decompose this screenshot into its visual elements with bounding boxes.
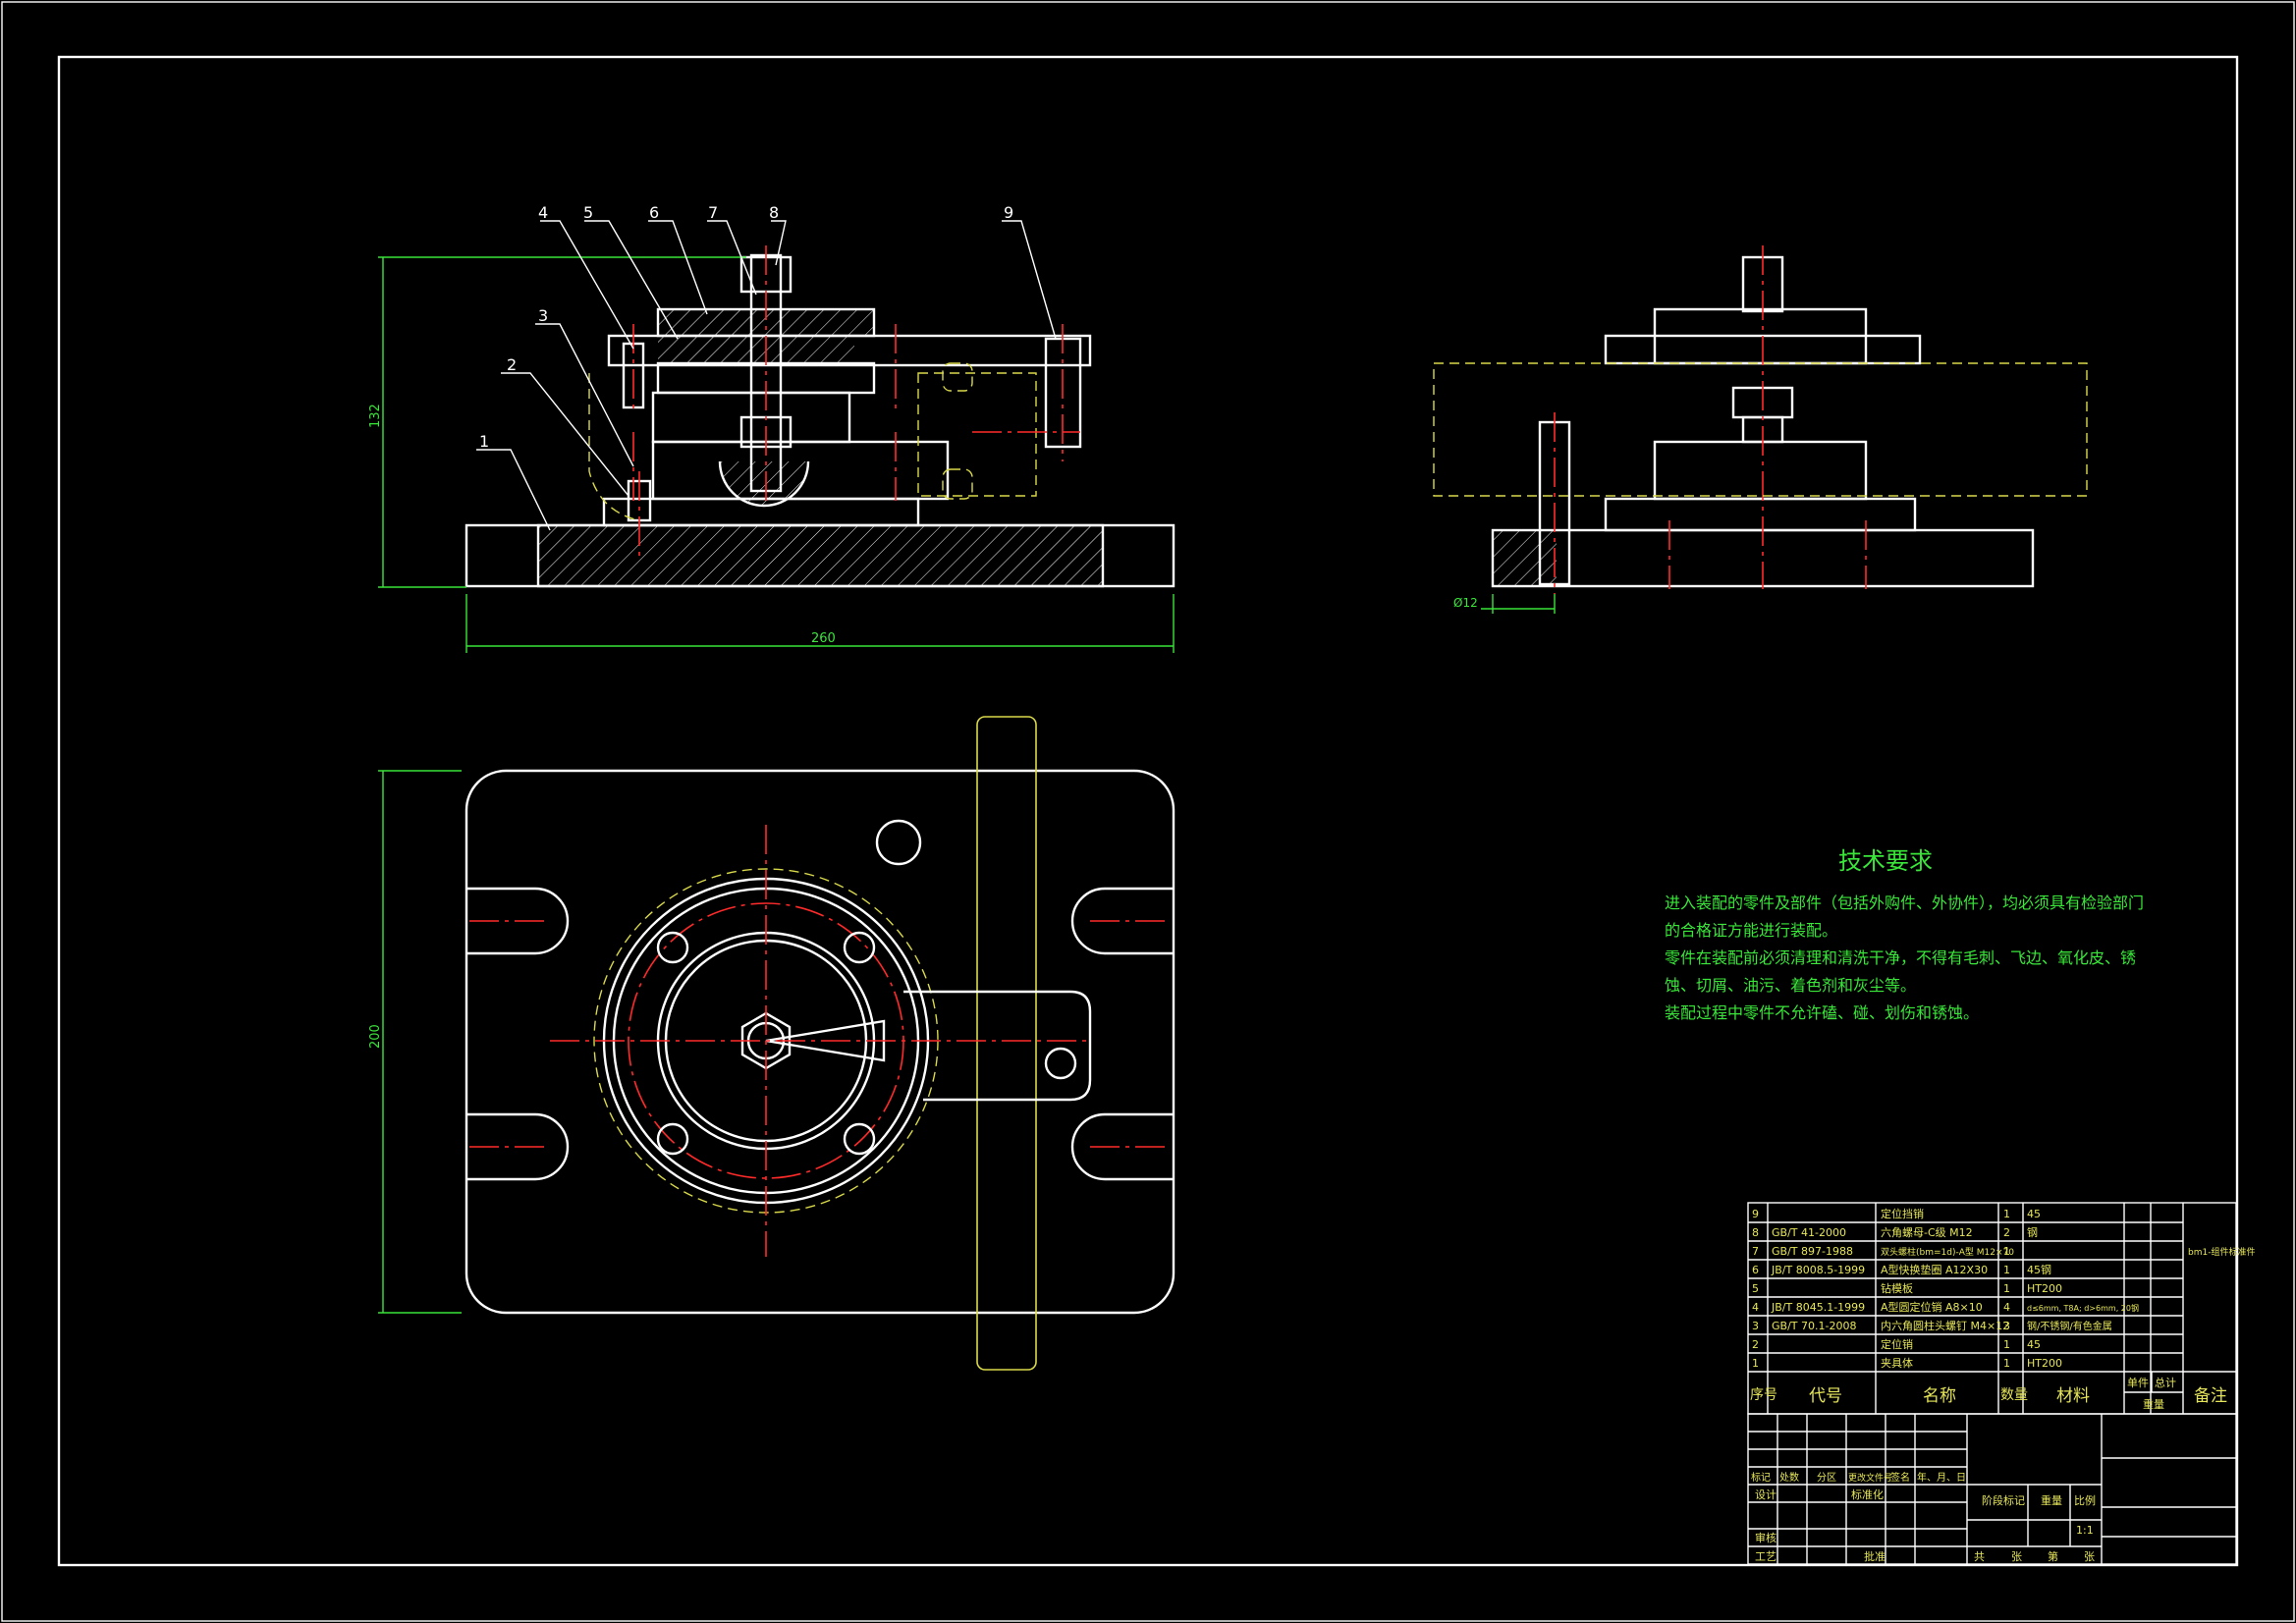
label-title_block-row_labels-3: 更改文件号 bbox=[1848, 1472, 1892, 1484]
balloon-7: 7 bbox=[708, 203, 718, 222]
label-bom-rows-4-2: 钻模板 bbox=[1881, 1281, 1913, 1295]
label-title_block-row_labels-0: 标记 bbox=[1751, 1472, 1771, 1484]
label-bom-rows-5-4: d≤6mm, T8A; d>6mm, 20钢 bbox=[2027, 1303, 2139, 1313]
label-bom-rows-7-2: 定位销 bbox=[1881, 1337, 1913, 1351]
label-bom-rows-8-2: 夹具体 bbox=[1881, 1356, 1913, 1370]
label-bom-header-1: 代号 bbox=[1809, 1386, 1842, 1406]
dim-front-width: 260 bbox=[811, 631, 836, 646]
label-bom-rows-2-3: 1 bbox=[2003, 1245, 2010, 1258]
label-bom-rows-0-2: 定位挡销 bbox=[1881, 1207, 1924, 1220]
label-bom-rows-8-0: 1 bbox=[1752, 1357, 1759, 1370]
tech-line-5: 装配过程中零件不允许磕、碰、划伤和锈蚀。 bbox=[1665, 1003, 1979, 1022]
label-bom-rows-4-0: 5 bbox=[1752, 1282, 1759, 1295]
bom-table: 9 定位挡销 1 45 8 GB/T 41-2000 六角螺母-C级 M12 2… bbox=[1747, 1202, 2255, 1415]
label-bom-rows-1-1: GB/T 41-2000 bbox=[1772, 1226, 1846, 1239]
tech-title: 技术要求 bbox=[1838, 847, 1933, 875]
label-title_block-sheets-1: 张 bbox=[2011, 1550, 2022, 1563]
tech-line-4: 蚀、切屑、油污、着色剂和灰尘等。 bbox=[1665, 976, 1916, 995]
label-bom-rows-8-4: HT200 bbox=[2027, 1357, 2062, 1370]
label-bom-rows-1-0: 8 bbox=[1752, 1226, 1759, 1239]
label-bom-rows-7-4: 45 bbox=[2027, 1338, 2041, 1351]
label-bom-header-0: 序号 bbox=[1750, 1387, 1777, 1403]
label-bom-header-8: 备注 bbox=[2194, 1386, 2227, 1406]
balloon-4: 4 bbox=[538, 203, 548, 222]
front-view: 132 260 1 2 3 4 5 6 7 8 9 bbox=[368, 203, 1175, 653]
side-view: Ø12 bbox=[1433, 245, 2088, 614]
label-bom-drawing_name: bm1-组件标准件 bbox=[2188, 1246, 2255, 1258]
label-bom-header-5: 单件 bbox=[2127, 1377, 2149, 1389]
label-bom-rows-6-3: 3 bbox=[2003, 1320, 2010, 1332]
label-title_block-review: 审核 bbox=[1755, 1531, 1777, 1544]
label-bom-rows-5-1: JB/T 8045.1-1999 bbox=[1771, 1301, 1865, 1314]
tech-line-1: 进入装配的零件及部件（包括外购件、外协件），均必须具有检验部门 bbox=[1665, 893, 2144, 912]
label-bom-rows-6-0: 3 bbox=[1752, 1320, 1759, 1332]
balloon-2: 2 bbox=[507, 355, 517, 374]
label-title_block-row_labels-5: 年、月、日 bbox=[1917, 1471, 1966, 1484]
label-bom-rows-3-3: 1 bbox=[2003, 1264, 2010, 1276]
tech-line-2: 的合格证方能进行装配。 bbox=[1665, 921, 1837, 940]
technical-requirements: 技术要求 进入装配的零件及部件（包括外购件、外协件），均必须具有检验部门 的合格… bbox=[1665, 847, 2144, 1022]
label-title_block-sheets-2: 第 bbox=[2048, 1549, 2058, 1563]
label-bom-rows-3-4: 45钢 bbox=[2027, 1264, 2051, 1276]
label-bom-rows-5-2: A型圆定位销 A8×10 bbox=[1881, 1300, 1983, 1314]
label-bom-rows-0-0: 9 bbox=[1752, 1208, 1759, 1220]
label-title_block-scale: 比例 bbox=[2074, 1493, 2096, 1507]
balloon-5: 5 bbox=[583, 203, 593, 222]
label-title_block-row_labels-2: 分区 bbox=[1817, 1472, 1836, 1484]
label-title_block-standardize: 标准化 bbox=[1851, 1488, 1884, 1501]
label-bom-header-6: 总计 bbox=[2155, 1376, 2176, 1389]
dim-top-height: 200 bbox=[368, 1024, 383, 1049]
dim-side-fit: Ø12 bbox=[1453, 596, 1478, 610]
label-bom-rows-4-3: 1 bbox=[2003, 1282, 2010, 1295]
label-bom-header-2: 名称 bbox=[1923, 1386, 1956, 1406]
label-title_block-design: 设计 bbox=[1755, 1488, 1777, 1501]
label-bom-header-7: 重量 bbox=[2143, 1397, 2164, 1411]
label-bom-rows-1-2: 六角螺母-C级 M12 bbox=[1881, 1226, 1973, 1239]
title-block: 标记 处数 分区 更改文件号 签名 年、月、日 设计 标准化 阶段标记 重量 比… bbox=[1747, 1413, 2237, 1565]
tech-line-3: 零件在装配前必须清理和清洗干净，不得有毛刺、飞边、氧化皮、锈 bbox=[1665, 948, 2136, 967]
label-bom-rows-6-2: 内六角圆柱头螺钉 M4×12 bbox=[1881, 1319, 2009, 1332]
balloon-6: 6 bbox=[649, 203, 659, 222]
label-bom-rows-3-2: A型快换垫圈 A12X30 bbox=[1881, 1263, 1988, 1276]
label-bom-header-3: 数量 bbox=[2000, 1387, 2028, 1403]
label-bom-rows-7-3: 1 bbox=[2003, 1338, 2010, 1351]
balloon-9: 9 bbox=[1004, 203, 1013, 222]
label-bom-rows-5-3: 4 bbox=[2003, 1301, 2010, 1314]
label-title_block-scale_value: 1:1 bbox=[2076, 1524, 2094, 1537]
label-bom-rows-8-3: 1 bbox=[2003, 1357, 2010, 1370]
label-bom-rows-3-1: JB/T 8008.5-1999 bbox=[1771, 1264, 1865, 1276]
label-bom-rows-7-0: 2 bbox=[1752, 1338, 1759, 1351]
balloon-1: 1 bbox=[479, 432, 489, 451]
inner-frame bbox=[57, 55, 2239, 1567]
label-bom-rows-1-3: 2 bbox=[2003, 1226, 2010, 1239]
label-title_block-row_labels-4: 签名 bbox=[1890, 1471, 1910, 1484]
label-bom-rows-6-4: 钢/不锈钢/有色金属 bbox=[2027, 1320, 2112, 1332]
label-bom-rows-2-1: GB/T 897-1988 bbox=[1772, 1245, 1853, 1258]
dim-front-height: 132 bbox=[368, 404, 383, 428]
label-bom-rows-3-0: 6 bbox=[1752, 1264, 1759, 1276]
balloon-3: 3 bbox=[538, 306, 548, 325]
label-title_block-approve: 批准 bbox=[1864, 1549, 1886, 1563]
label-bom-rows-6-1: GB/T 70.1-2008 bbox=[1772, 1320, 1856, 1332]
label-bom-rows-0-3: 1 bbox=[2003, 1208, 2010, 1220]
label-bom-rows-2-2: 双头螺柱(bm=1d)-A型 M12×70 bbox=[1881, 1246, 2014, 1258]
label-title_block-weight: 重量 bbox=[2041, 1493, 2062, 1507]
top-view: 200 bbox=[368, 716, 1175, 1371]
label-title_block-process: 工艺 bbox=[1755, 1550, 1777, 1563]
label-bom-rows-5-0: 4 bbox=[1752, 1301, 1759, 1314]
balloon-8: 8 bbox=[769, 203, 779, 222]
label-bom-rows-0-4: 45 bbox=[2027, 1208, 2041, 1220]
label-bom-rows-2-0: 7 bbox=[1752, 1245, 1759, 1258]
label-title_block-sheets-3: 张 bbox=[2084, 1550, 2095, 1563]
label-bom-header-4: 材料 bbox=[2056, 1386, 2090, 1406]
label-title_block-stage_mark: 阶段标记 bbox=[1982, 1493, 2025, 1507]
label-title_block-sheets-0: 共 bbox=[1974, 1550, 1985, 1563]
label-title_block-row_labels-1: 处数 bbox=[1779, 1471, 1799, 1484]
label-bom-rows-4-4: HT200 bbox=[2027, 1282, 2062, 1295]
label-bom-rows-1-4: 钢 bbox=[2027, 1226, 2038, 1239]
